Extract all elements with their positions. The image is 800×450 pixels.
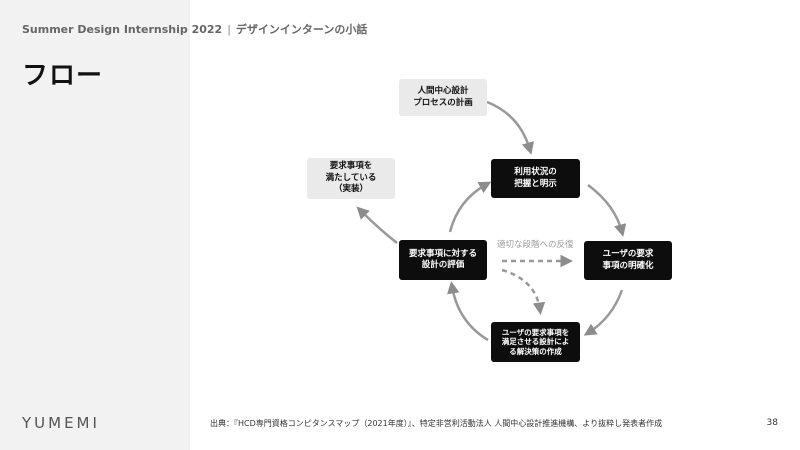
node-solution-line3: る解決策の作成 — [509, 346, 562, 356]
page-number: 38 — [766, 418, 778, 428]
node-requirements-line1: ユーザの要求 — [602, 249, 654, 260]
node-specify-requirements: ユーザの要求 事項の明確化 — [584, 241, 672, 280]
node-solution-line2: 満足させる設計によ — [501, 337, 570, 347]
event-name: Summer Design Internship 2022 — [22, 23, 223, 36]
node-requirements-line2: 事項の明確化 — [602, 260, 654, 271]
node-satisfied-line1: 要求事項を — [329, 161, 373, 172]
arrow-evaluate-to-satisfied — [356, 206, 398, 244]
node-satisfied-line3: （実装） — [333, 184, 368, 195]
node-evaluate-design: 要求事項に対する 設計の評価 — [399, 240, 487, 280]
citation-text: 出典：『HCD専門資格コンピタンスマップ（2021年度）』、特定非営利活動法人 … — [210, 419, 663, 428]
arrow-plan-to-understand — [486, 100, 534, 155]
node-requirements-satisfied: 要求事項を 満たしている （実装） — [307, 158, 395, 199]
node-satisfied-line2: 満たしている — [325, 172, 377, 183]
topic-name: デザインインターンの小話 — [235, 23, 368, 36]
page-title: フロー — [22, 61, 104, 91]
node-understand-line2: 把握と明示 — [514, 178, 557, 189]
node-solution-line1: ユーザの要求事項を — [501, 327, 570, 337]
company-logo: YUMEMI — [22, 414, 100, 432]
node-plan-line2: プロセスの計画 — [413, 97, 473, 108]
arrow-solution-to-evaluate — [447, 281, 489, 342]
arrow-feedback-to-solution — [501, 268, 546, 315]
node-understand-line1: 利用状況の — [514, 167, 557, 178]
arrow-requirements-to-solution — [583, 289, 624, 336]
node-plan-line1: 人間中心設計 — [417, 86, 469, 97]
node-understand-context: 利用状況の 把握と明示 — [491, 159, 580, 198]
feedback-label: 適切な段階への反復 — [497, 240, 574, 250]
node-plan-process: 人間中心設計 プロセスの計画 — [399, 79, 487, 116]
arrow-evaluate-to-understand — [448, 181, 492, 233]
node-evaluate-line1: 要求事項に対する — [408, 248, 477, 259]
arrow-understand-to-requirements — [587, 183, 627, 237]
node-evaluate-line2: 設計の評価 — [421, 260, 465, 270]
slide-header: Summer Design Internship 2022 | デザインインターンの… — [22, 21, 367, 37]
node-design-solution: ユーザの要求事項を 満足させる設計によ る解決策の作成 — [491, 322, 580, 362]
header-separator: | — [227, 23, 231, 36]
left-panel — [0, 0, 190, 450]
